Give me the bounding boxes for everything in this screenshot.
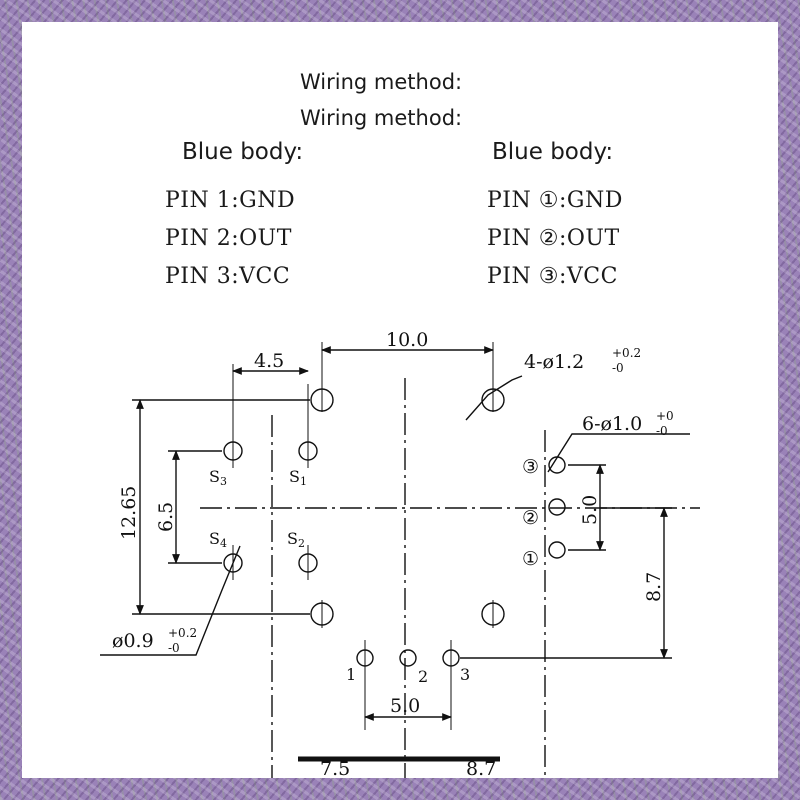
dim-pin-spacing-right: 5.0 [579, 495, 601, 525]
left-section-title: Blue body: [182, 139, 304, 165]
bottom-pin-hole-2 [399, 649, 417, 667]
dim-bottom-spacing: 5.0 [390, 695, 420, 717]
dim-left-offset: 4.5 [254, 350, 284, 372]
label-s4: S4 [209, 529, 227, 550]
leader-large-holes [465, 375, 523, 421]
left-pin-3: PIN 3:VCC [165, 264, 291, 289]
right-pin-3: PIN ③:VCC [487, 264, 618, 289]
dim-right-height: 8.7 [643, 572, 665, 602]
dim-top-span: 10.0 [386, 329, 428, 351]
dim-height-total: 12.65 [118, 486, 140, 540]
callout-small-holes: 6-ø1.0 [582, 413, 642, 435]
right-pin-hole-3 [548, 456, 566, 474]
right-pin-2: PIN ②:OUT [487, 226, 620, 251]
dim-bottom-right: 8.7 [466, 758, 496, 780]
label-right-pin-2: ② [522, 507, 539, 529]
label-s3: S3 [209, 467, 227, 488]
right-pin-1: PIN ①:GND [487, 188, 623, 213]
wiring-method-heading-2: Wiring method: [300, 106, 463, 130]
right-pin-hole-1 [548, 541, 566, 559]
label-bottom-pin-1: 1 [346, 665, 356, 684]
wiring-method-heading-1: Wiring method: [300, 70, 463, 94]
callout-small-holes-tol-minus: -0 [656, 424, 668, 438]
right-section-title: Blue body: [492, 139, 614, 165]
callout-shield-hole-tol-minus: -0 [168, 641, 180, 655]
dim-bottom-left: 7.5 [320, 758, 350, 780]
dim-shield-spacing: 6.5 [155, 502, 177, 532]
callout-large-holes-tol-minus: -0 [612, 361, 624, 375]
label-right-pin-3: ③ [522, 456, 539, 478]
label-right-pin-1: ① [522, 548, 539, 570]
label-s1: S1 [289, 467, 307, 488]
callout-large-holes-tol-plus: +0.2 [612, 346, 641, 360]
callout-shield-hole: ø0.9 [112, 630, 154, 652]
right-pin-hole-2 [548, 498, 566, 516]
callout-small-holes-tol-plus: +0 [656, 409, 674, 423]
label-s2: S2 [287, 529, 305, 550]
left-pin-1: PIN 1:GND [165, 188, 296, 213]
leader-shield-hole [100, 545, 241, 656]
label-bottom-pin-3: 3 [460, 665, 470, 684]
leader-small-holes [547, 433, 690, 473]
left-pin-2: PIN 2:OUT [165, 226, 292, 251]
label-bottom-pin-2: 2 [418, 667, 428, 686]
callout-large-holes: 4-ø1.2 [524, 351, 584, 373]
callout-shield-hole-tol-plus: +0.2 [168, 626, 197, 640]
